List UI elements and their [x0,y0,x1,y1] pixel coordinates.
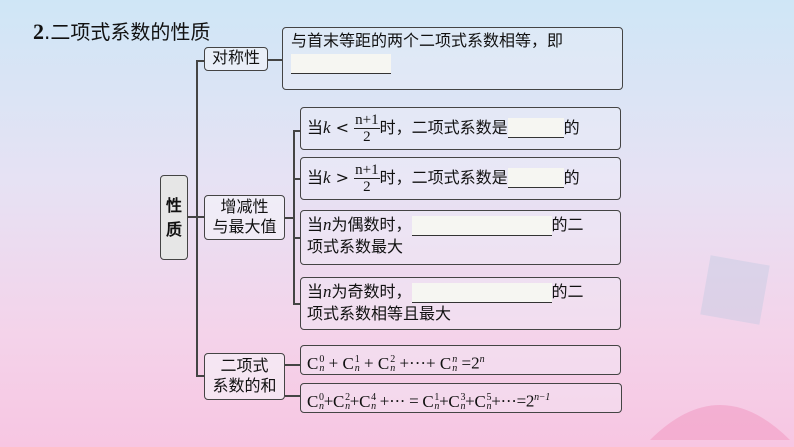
answer-blank[interactable] [291,53,391,74]
section-title: 2.二项式系数的性质 [33,19,211,44]
sum-label: 二项式系数的和 [204,353,285,400]
monotonic-row-3: 当n为偶数时，的二项式系数最大 [300,210,621,265]
root-node: 性质 [160,175,188,260]
answer-blank[interactable] [411,282,552,303]
answer-blank[interactable] [507,118,564,138]
answer-blank[interactable] [411,215,552,236]
balloon-decoration [650,255,790,440]
symmetry-box: 与首末等距的两个二项式系数相等，即 [282,27,623,90]
trunk-line [196,60,198,376]
monotonic-row-4: 当n为奇数时，的二项式系数相等且最大 [300,277,621,330]
answer-blank[interactable] [507,168,564,188]
monotonic-label: 增减性与最大值 [204,195,285,240]
symmetry-label: 对称性 [204,47,268,71]
